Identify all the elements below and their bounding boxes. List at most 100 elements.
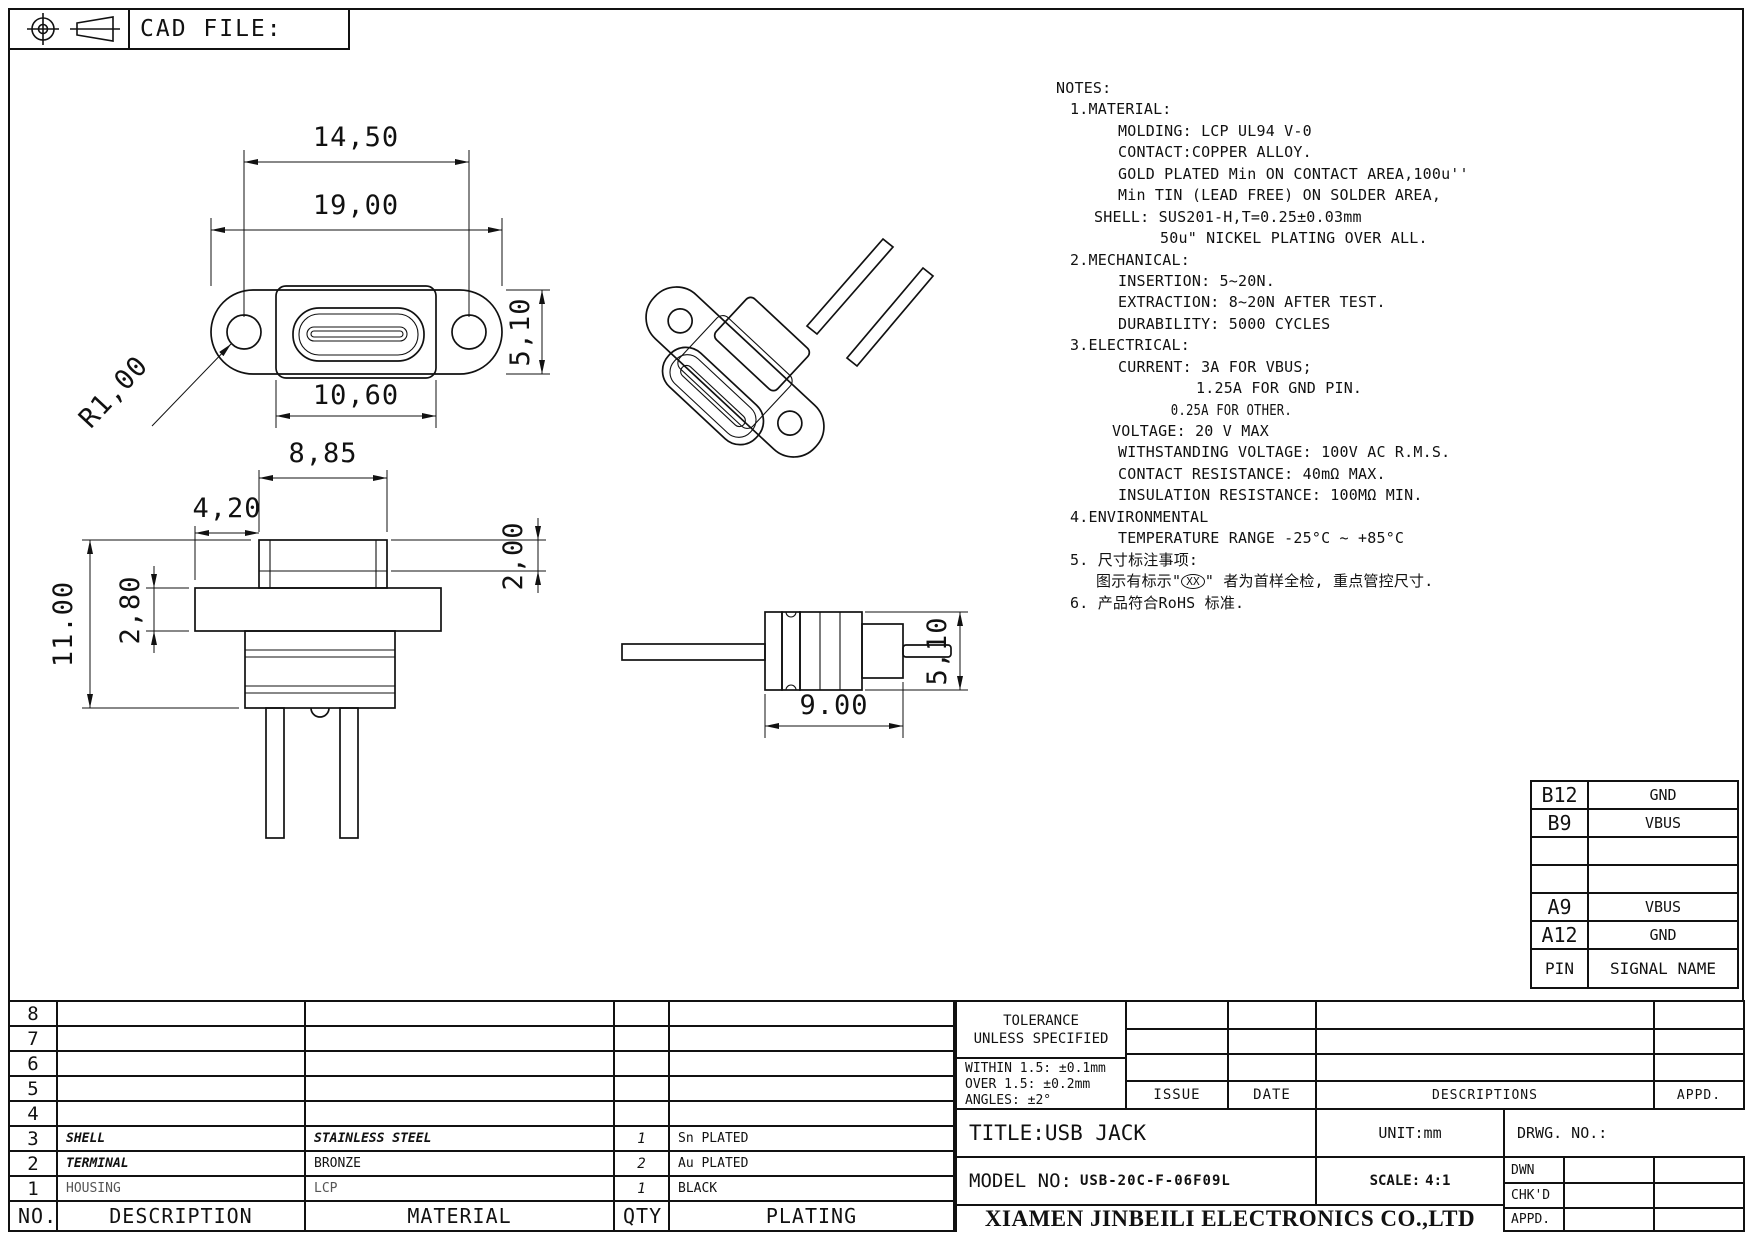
cad-file-label: CAD FILE: <box>140 16 283 42</box>
tolerance-values-cell: WITHIN 1.5: ±0.1mm OVER 1.5: ±0.2mm ANGL… <box>955 1057 1125 1108</box>
note-line: INSERTION: 5~20N. <box>1118 271 1275 290</box>
pin-header-cell: PIN <box>1530 948 1589 989</box>
model-label: MODEL NO: <box>969 1170 1072 1192</box>
table-row: CHK'D <box>1503 1182 1745 1209</box>
note-line: SHELL: SUS201-H,T=0.25±0.03mm <box>1094 207 1362 226</box>
note-line: CURRENT: 3A FOR VBUS; <box>1118 357 1312 376</box>
model-value: USB-20C-F-06F09L <box>1079 1173 1231 1189</box>
table-row <box>1125 1028 1745 1055</box>
issue-header: ISSUE <box>1125 1080 1229 1110</box>
row-no: 6 <box>8 1050 58 1077</box>
drawing-number-cell: DRWG. NO.: <box>1503 1108 1745 1156</box>
dim-section-top: 8,85 <box>288 438 357 469</box>
note-line: 2.MECHANICAL: <box>1070 250 1190 269</box>
note-line: Min TIN (LEAD FREE) ON SOLDER AREA, <box>1118 186 1442 205</box>
title-cell: TITLE:USB JACK <box>955 1108 1315 1156</box>
col-header-material: MATERIAL <box>304 1200 615 1232</box>
approval-table: DWN CHK'D APPD. <box>1503 1156 1745 1232</box>
scale-value: 4:1 <box>1425 1173 1451 1189</box>
table-row: APPD. <box>1503 1207 1745 1232</box>
tolerance-within: WITHIN 1.5: ±0.1mm <box>965 1061 1106 1076</box>
row-desc: TERMINAL <box>56 1150 306 1177</box>
row-no: 4 <box>8 1100 58 1127</box>
dim-front-radius: R1,00 <box>73 350 155 434</box>
revision-table: ISSUE DATE DESCRIPTIONS APPD. <box>1125 1000 1745 1110</box>
note-line: WITHSTANDING VOLTAGE: 100V AC R.M.S. <box>1118 443 1451 462</box>
note-line: 4.ENVIRONMENTAL <box>1070 507 1209 526</box>
front-view: 14,50 19,00 5,10 10,60 R1,00 <box>73 122 550 434</box>
row-mat: BRONZE <box>304 1150 615 1177</box>
note-line: 0.25A FOR OTHER. <box>1170 400 1292 419</box>
note-line: GOLD PLATED Min ON CONTACT AREA,100u'' <box>1118 164 1469 183</box>
target-icon <box>27 13 59 45</box>
note-line-inspection: 图示有标示"XX" 者为首样全检, 重点管控尺寸. <box>1056 571 1536 592</box>
note-line: 1.25A FOR GND PIN. <box>1196 379 1363 398</box>
isometric-view <box>645 237 935 458</box>
note-line: INSULATION RESISTANCE: 100MΩ MIN. <box>1118 486 1423 505</box>
pin-cell: A9 <box>1530 892 1589 922</box>
pin-cell: A12 <box>1530 920 1589 950</box>
note-line: 50u" NICKEL PLATING OVER ALL. <box>1160 229 1428 248</box>
col-header-plating: PLATING <box>668 1200 955 1232</box>
dim-section-offset: 4,20 <box>192 493 261 524</box>
date-header: DATE <box>1227 1080 1317 1110</box>
dim-front-body: 10,60 <box>313 380 399 411</box>
dim-front-holes: 14,50 <box>313 122 399 153</box>
projection-symbol-icons <box>27 13 120 45</box>
col-header-no: NO. <box>8 1200 58 1232</box>
dim-front-height: 5,10 <box>505 297 536 366</box>
side-view: 9.00 5,10 <box>621 611 968 738</box>
table-row: 5 <box>8 1075 955 1102</box>
table-header-row: ISSUE DATE DESCRIPTIONS APPD. <box>1125 1080 1745 1110</box>
row-mat: LCP <box>304 1175 615 1202</box>
row-qty: 2 <box>613 1150 670 1177</box>
unit-cell: UNIT:mm <box>1315 1108 1503 1156</box>
row-no: 2 <box>8 1150 58 1177</box>
row-no: 8 <box>8 1000 58 1027</box>
appd-header: APPD. <box>1653 1080 1745 1110</box>
notes-block: NOTES: 1.MATERIAL: MOLDING: LCP UL94 V-0… <box>1056 78 1536 614</box>
note-line: 3.ELECTRICAL: <box>1070 336 1190 355</box>
note-line: 1.MATERIAL: <box>1070 100 1172 119</box>
row-desc <box>56 1000 306 1027</box>
dim-side-height: 5,10 <box>922 616 953 685</box>
tolerance-angles: ANGLES: ±2° <box>965 1093 1052 1108</box>
row-desc: HOUSING <box>56 1175 306 1202</box>
note-line: NOTES: <box>1056 79 1112 97</box>
inspection-mark-icon: XX <box>1181 574 1205 590</box>
scale-cell: SCALE:4:1 <box>1315 1156 1503 1204</box>
technical-drawing: 14,50 19,00 5,10 10,60 R1,00 <box>48 122 968 839</box>
note-inspection-prefix: 图示有标示" <box>1096 572 1182 591</box>
row-desc <box>56 1100 306 1127</box>
signal-cell <box>1587 836 1739 866</box>
row-no: 7 <box>8 1025 58 1052</box>
row-plat <box>668 1025 955 1052</box>
signal-cell: GND <box>1587 780 1739 810</box>
row-plat: Au PLATED <box>668 1150 955 1177</box>
row-qty: 1 <box>613 1175 670 1202</box>
note-line: 6. 产品符合RoHS 标准. <box>1070 593 1245 612</box>
pin-cell: B9 <box>1530 808 1589 838</box>
signal-cell: VBUS <box>1587 808 1739 838</box>
note-line: CONTACT RESISTANCE: 40mΩ MAX. <box>1118 464 1386 483</box>
tolerance-header-cell: TOLERANCE UNLESS SPECIFIED <box>955 1000 1125 1057</box>
pin-cell: B12 <box>1530 780 1589 810</box>
company-name-cell: XIAMEN JINBEILI ELECTRONICS CO.,LTD <box>955 1204 1503 1232</box>
title-label: TITLE: <box>969 1121 1045 1145</box>
row-qty <box>613 1100 670 1127</box>
projection-symbols <box>10 10 130 48</box>
signal-cell: VBUS <box>1587 892 1739 922</box>
pin-cell <box>1530 836 1589 866</box>
row-plat <box>668 1075 955 1102</box>
row-mat <box>304 1050 615 1077</box>
